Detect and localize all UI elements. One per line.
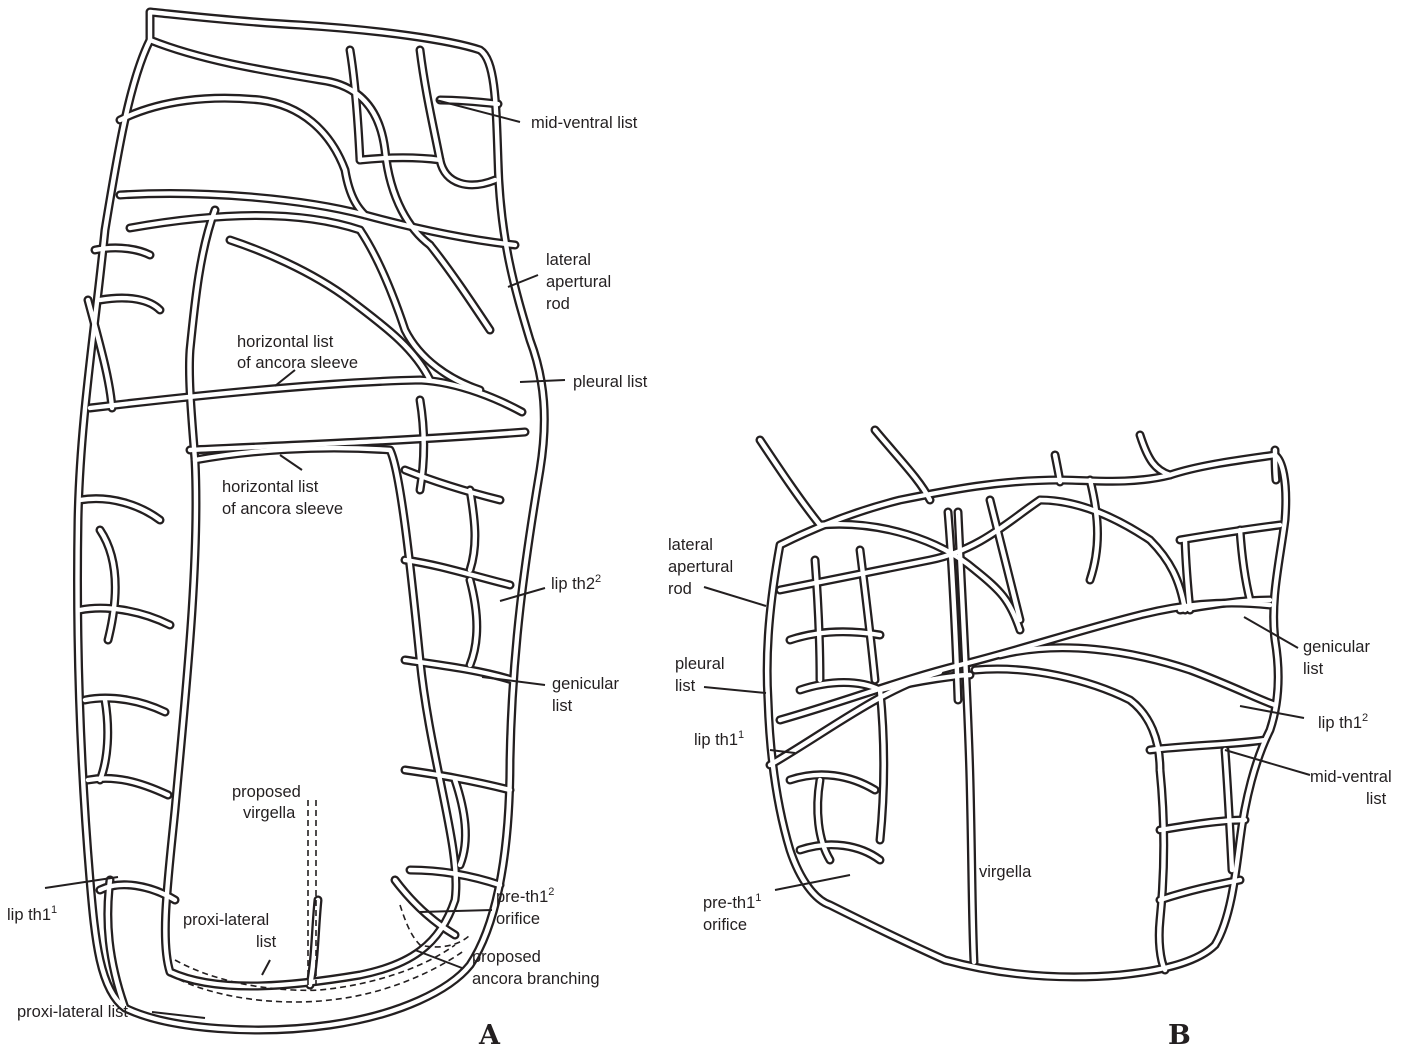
label-genicular-line2: list (552, 697, 573, 715)
label-virgella-line1: proposed (232, 783, 301, 801)
label-horizontal1-line1: horizontal list (237, 333, 334, 351)
label-pre-th1-orifice: orifice (496, 910, 540, 928)
label-b-pre-th1: pre-th11 (703, 892, 761, 912)
label-b-mid-ventral-line1: mid-ventral (1310, 768, 1392, 786)
label-genicular-line1: genicular (552, 675, 619, 693)
label-b-genicular-line2: list (1303, 660, 1324, 678)
label-horizontal2-line2: of ancora sleeve (222, 500, 343, 518)
label-proxi-inner-line1: proxi-lateral (183, 911, 269, 929)
label-proxi-outer: proxi-lateral list (17, 1003, 128, 1021)
label-virgella-line2: virgella (243, 804, 296, 822)
label-proxi-inner-line2: list (256, 933, 277, 951)
specimen-a-rods (78, 12, 545, 1030)
label-b-virgella: virgella (979, 863, 1032, 881)
label-b-pleural-line2: list (675, 677, 696, 695)
label-b-lateral-line3: rod (668, 580, 692, 598)
label-b-pre-th1-orifice: orifice (703, 916, 747, 934)
label-lip-th1: lip th11 (7, 904, 57, 924)
label-horizontal1-line2: of ancora sleeve (237, 354, 358, 372)
label-lateral-line2: apertural (546, 273, 611, 291)
label-b-mid-ventral-line2: list (1366, 790, 1387, 808)
label-horizontal2-line1: horizontal list (222, 478, 319, 496)
label-b-lateral-line2: apertural (668, 558, 733, 576)
label-b-lip-th1-right: lip th12 (1318, 712, 1368, 732)
label-b-genicular-line1: genicular (1303, 638, 1370, 656)
label-lateral-line1: lateral (546, 251, 591, 269)
label-lip-th2: lip th22 (551, 573, 601, 593)
label-b-lateral-line1: lateral (668, 536, 713, 554)
label-b-pleural-line1: pleural (675, 655, 725, 673)
label-ancora-line2: ancora branching (472, 970, 600, 988)
label-lateral-line3: rod (546, 295, 570, 313)
label-mid-ventral-list: mid-ventral list (531, 114, 638, 132)
label-ancora-line1: proposed (472, 948, 541, 966)
label-b-lip-th1-left: lip th11 (694, 729, 744, 749)
specimen-b-rods (760, 430, 1286, 977)
panel-label-a: A (478, 1020, 501, 1048)
label-pleural-list: pleural list (573, 373, 648, 391)
label-pre-th1: pre-th12 (496, 886, 554, 906)
panel-label-b: B (1168, 1020, 1191, 1048)
